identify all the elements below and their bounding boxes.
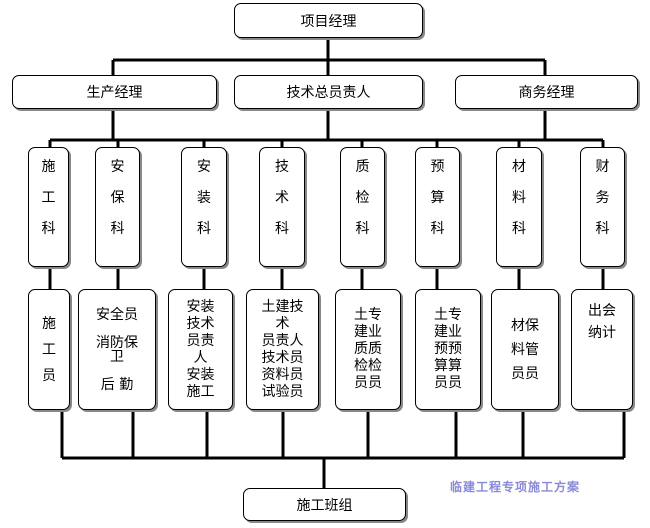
department-box-budget: 预算科 <box>415 147 460 267</box>
production-manager-label: 生产经理 <box>86 85 143 101</box>
department-label: 施工科 <box>41 159 56 237</box>
department-box-security: 安保科 <box>95 147 140 267</box>
staff-box-security: 安全员 消防保 卫 后 勤 <box>78 289 156 410</box>
department-box-materials: 材料科 <box>496 147 542 267</box>
staff-label: 土专 建业 质质 检检 员员 <box>354 307 382 391</box>
department-box-finance: 财务科 <box>580 147 625 267</box>
technical-lead-box: 技术总员责人 <box>234 75 423 109</box>
work-team-box: 施工班组 <box>243 488 406 521</box>
business-manager-label: 商务经理 <box>518 85 575 101</box>
department-label: 安保科 <box>110 159 125 237</box>
technical-lead-label: 技术总员责人 <box>286 85 371 101</box>
staff-box-finance: 出会 纳计 <box>571 289 633 410</box>
staff-label: 土专 建业 预预 算算 员员 <box>434 307 462 391</box>
department-label: 预算科 <box>430 159 445 237</box>
staff-box-installation: 安装 技术 员责 人 安装 施工 <box>168 289 233 410</box>
department-box-technical: 技术科 <box>259 147 305 267</box>
department-label: 质检科 <box>355 159 370 237</box>
staff-label: 安装 技术 员责 人 安装 施工 <box>186 298 215 400</box>
staff-box-materials: 材保 料管 员员 <box>491 289 559 410</box>
staff-box-budget: 土专 建业 预预 算算 员员 <box>415 289 481 410</box>
work-team-label: 施工班组 <box>296 497 353 514</box>
department-box-quality: 质检科 <box>340 147 385 267</box>
project-manager-box: 项目经理 <box>234 3 423 38</box>
staff-label: 出会 纳计 <box>588 303 616 341</box>
staff-box-construction: 施 工 员 <box>28 289 70 410</box>
department-box-installation: 安装科 <box>181 147 227 267</box>
department-label: 安装科 <box>197 159 211 237</box>
watermark-text: 临建工程专项施工方案 <box>450 480 581 494</box>
department-label: 财务科 <box>595 159 610 237</box>
staff-box-technical: 土建技 术 员责人 技术员 资料员 试验员 <box>246 289 319 410</box>
staff-label: 施 工 员 <box>42 315 56 384</box>
production-manager-box: 生产经理 <box>12 75 217 109</box>
staff-label: 安全员 消防保 卫 后 勤 <box>96 306 138 393</box>
project-manager-label: 项目经理 <box>300 13 357 30</box>
department-box-construction: 施工科 <box>28 147 69 267</box>
staff-box-quality: 土专 建业 质质 检检 员员 <box>335 289 401 410</box>
business-manager-box: 商务经理 <box>455 75 638 109</box>
staff-label: 材保 料管 员员 <box>511 317 539 382</box>
department-label: 材料科 <box>512 159 526 237</box>
staff-label: 土建技 术 员责人 技术员 资料员 试验员 <box>261 298 304 400</box>
department-label: 技术科 <box>275 159 289 237</box>
